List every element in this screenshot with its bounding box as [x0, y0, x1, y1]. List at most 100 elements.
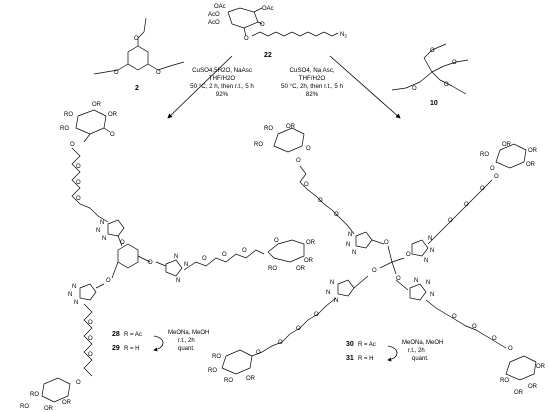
compound-28-number: 28 — [112, 331, 120, 338]
svg-text:N: N — [100, 220, 104, 226]
svg-text:N: N — [174, 254, 178, 260]
svg-text:O: O — [490, 166, 495, 172]
svg-text:N: N — [424, 258, 428, 264]
conditions-right: CuSO4, Na Asc, THF/H2O 50 °C, 2h, then r… — [281, 67, 344, 98]
compound-22-number: 22 — [264, 52, 272, 59]
compound-2-number: 2 — [135, 85, 139, 92]
svg-text:50 °C, 2 h, then r.t., 5 h: 50 °C, 2 h, then r.t., 5 h — [190, 83, 254, 90]
svg-text:O: O — [222, 252, 227, 258]
svg-text:THF/H2O: THF/H2O — [209, 75, 236, 82]
svg-text:O: O — [508, 346, 513, 352]
svg-text:92%: 92% — [216, 91, 229, 98]
svg-text:THF/H2O: THF/H2O — [299, 75, 326, 82]
svg-text:O: O — [384, 240, 389, 246]
svg-text:OR: OR — [92, 102, 102, 108]
svg-text:RO: RO — [64, 112, 73, 118]
svg-text:CuSO4.5H2O, NaAsc: CuSO4.5H2O, NaAsc — [192, 67, 252, 74]
svg-text:N: N — [72, 284, 76, 290]
svg-text:MeONa, MeOH: MeONa, MeOH — [402, 340, 443, 346]
svg-text:O: O — [296, 158, 301, 164]
svg-text:O: O — [464, 202, 469, 208]
svg-text:O: O — [76, 196, 81, 202]
o-label: O — [444, 82, 449, 88]
svg-text:O: O — [70, 142, 75, 148]
o-label: O — [244, 36, 249, 42]
o-label: O — [260, 22, 265, 28]
svg-text:50 °C, 2h, then r.t., 5 h: 50 °C, 2h, then r.t., 5 h — [281, 83, 344, 90]
oac-label: OAc — [262, 6, 274, 12]
svg-text:RO: RO — [224, 378, 233, 384]
compound-10-number: 10 — [430, 100, 438, 107]
svg-text:N: N — [102, 236, 106, 242]
svg-text:OR: OR — [304, 258, 314, 264]
svg-text:N: N — [326, 290, 330, 296]
compound-22-structure: OAc OAc AcO AcO O O N3 — [208, 4, 347, 42]
svg-text:RO: RO — [254, 142, 263, 148]
svg-text:OR: OR — [514, 390, 524, 396]
compound-29-number: 29 — [112, 345, 120, 352]
svg-text:RO: RO — [30, 392, 39, 398]
svg-text:N: N — [176, 278, 180, 284]
compound-28-29-labels: 28 R = Ac 29 R = H MeONa, MeOH r.t., 2h … — [112, 330, 209, 352]
svg-text:RO: RO — [208, 368, 217, 374]
svg-text:O: O — [278, 340, 283, 346]
svg-text:N: N — [430, 292, 434, 298]
svg-text:RO: RO — [500, 378, 509, 384]
svg-text:O: O — [242, 248, 247, 254]
svg-text:N: N — [96, 228, 100, 234]
svg-text:82%: 82% — [306, 91, 319, 98]
svg-text:RO: RO — [20, 404, 29, 410]
svg-text:O: O — [274, 238, 279, 244]
svg-text:O: O — [334, 212, 339, 218]
svg-text:OR: OR — [306, 240, 316, 246]
svg-text:O: O — [120, 240, 125, 246]
svg-text:O: O — [106, 278, 111, 284]
svg-text:O: O — [314, 312, 319, 318]
svg-text:R = H: R = H — [358, 356, 374, 362]
compound-30-number: 30 — [346, 341, 354, 348]
oac-label: OAc — [214, 4, 226, 10]
svg-text:N: N — [68, 292, 72, 298]
svg-text:N: N — [414, 278, 418, 284]
svg-text:N: N — [348, 232, 352, 238]
svg-text:OR: OR — [108, 112, 118, 118]
svg-text:R = Ac: R = Ac — [124, 332, 142, 338]
svg-text:OR: OR — [296, 266, 306, 272]
svg-text:O: O — [306, 146, 311, 152]
svg-text:O: O — [494, 174, 499, 180]
svg-text:N: N — [74, 300, 78, 306]
o-label: O — [134, 36, 139, 42]
compound-2-structure: O O O — [93, 17, 185, 76]
svg-text:OR: OR — [62, 400, 72, 406]
compound-28-structure: RO OR OR RO O O O O O N N N O O N N N O … — [20, 102, 316, 412]
svg-text:MeONa, MeOH: MeONa, MeOH — [168, 330, 209, 336]
svg-text:O: O — [202, 256, 207, 262]
svg-text:O: O — [76, 380, 81, 386]
o-label: O — [156, 70, 161, 76]
svg-text:N: N — [352, 250, 356, 256]
svg-text:OR: OR — [44, 406, 54, 412]
svg-text:O: O — [372, 268, 377, 274]
compound-30-31-labels: 30 R = Ac 31 R = H MeONa, MeOH r.t., 2h … — [346, 340, 443, 362]
svg-text:O: O — [110, 132, 115, 138]
svg-text:O: O — [76, 180, 81, 186]
reaction-arrow-left — [167, 55, 233, 119]
o-label: O — [452, 60, 457, 66]
compound-30-structure: RO OR RO O O O O O N N N O O O O N N N O… — [208, 124, 546, 396]
svg-text:O: O — [148, 260, 153, 266]
svg-text:O: O — [76, 164, 81, 170]
svg-text:O: O — [88, 352, 93, 358]
svg-text:N: N — [184, 262, 188, 268]
conditions-left: CuSO4.5H2O, NaAsc THF/H2O 50 °C, 2 h, th… — [190, 67, 254, 98]
svg-text:O: O — [396, 276, 401, 282]
reaction-arrow-right — [329, 55, 401, 119]
svg-text:O: O — [256, 350, 261, 356]
svg-text:RO: RO — [480, 152, 489, 158]
svg-text:O: O — [88, 320, 93, 326]
svg-text:quant.: quant. — [412, 356, 429, 362]
svg-text:N: N — [426, 280, 430, 286]
aco-label: AcO — [208, 20, 220, 26]
svg-text:RO: RO — [212, 354, 221, 360]
svg-text:OR: OR — [286, 124, 296, 130]
